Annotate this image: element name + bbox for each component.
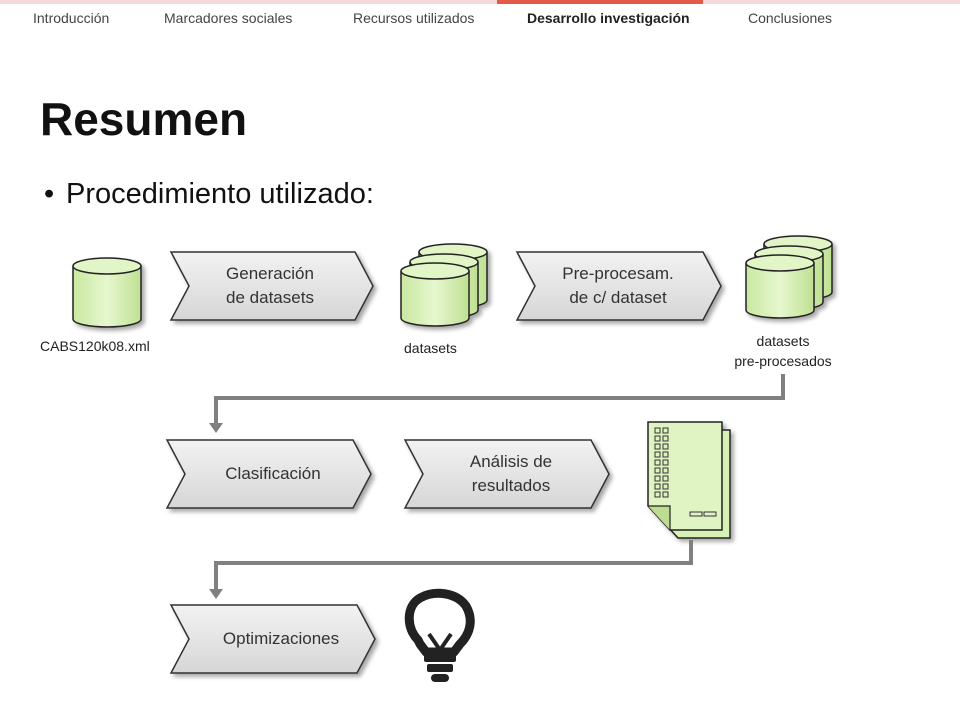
step-preprocesamiento-line2: de c/ dataset — [569, 288, 667, 307]
source-database-icon — [72, 257, 142, 328]
step-clasificacion-chevron — [165, 439, 372, 509]
tab-introduccion[interactable]: Introducción — [33, 10, 110, 26]
step-preprocesamiento-chevron — [515, 251, 722, 321]
step-optimizaciones-chevron — [169, 604, 376, 674]
tab-recursos-utilizados[interactable]: Recursos utilizados — [353, 10, 475, 26]
connector-arrow-to-optimizaciones — [209, 540, 693, 599]
preprocessed-label-line2: pre-procesados — [734, 353, 832, 369]
tab-conclusiones[interactable]: Conclusiones — [748, 10, 833, 26]
tab-desarrollo-investigacion[interactable]: Desarrollo investigación — [527, 10, 690, 26]
lightbulb-icon — [404, 588, 475, 682]
preprocessed-label: datasets pre-procesados — [716, 331, 850, 371]
step-preprocesamiento-label: Pre-procesam. de c/ dataset — [532, 256, 704, 316]
preprocessed-label-line1: datasets — [756, 333, 810, 349]
connector-arrow-to-clasificacion — [209, 374, 785, 433]
nav-line — [0, 0, 960, 4]
step-generacion-label: Generación de datasets — [185, 256, 355, 316]
step-optimizaciones-label: Optimizaciones — [222, 629, 340, 648]
step-preprocesamiento-line1: Pre-procesam. — [562, 264, 674, 283]
datasets-database-icon — [400, 243, 488, 327]
page-title: Resumen — [40, 93, 248, 145]
step-clasificacion-label: Clasificación — [225, 464, 321, 483]
step-generacion-line2: de datasets — [226, 288, 314, 307]
step-analisis-line2: resultados — [471, 476, 551, 495]
bullet-item: •Procedimiento utilizado: — [44, 178, 374, 210]
datasets-label: datasets — [404, 340, 457, 356]
bullet-text: Procedimiento utilizado: — [66, 178, 374, 210]
step-analisis-line1: Análisis de — [469, 452, 553, 471]
top-navigation: Introducción Marcadores sociales Recurso… — [0, 0, 960, 36]
tab-marcadores-sociales[interactable]: Marcadores sociales — [164, 10, 293, 26]
results-document-icon — [647, 421, 731, 539]
step-generacion-line1: Generación — [226, 264, 314, 283]
source-label: CABS120k08.xml — [40, 338, 150, 354]
step-generacion-chevron — [169, 251, 374, 321]
active-tab-indicator — [497, 0, 703, 4]
step-analisis-chevron — [403, 439, 610, 509]
step-analisis-label: Análisis de resultados — [425, 444, 597, 504]
preprocessed-datasets-database-icon — [745, 235, 833, 319]
